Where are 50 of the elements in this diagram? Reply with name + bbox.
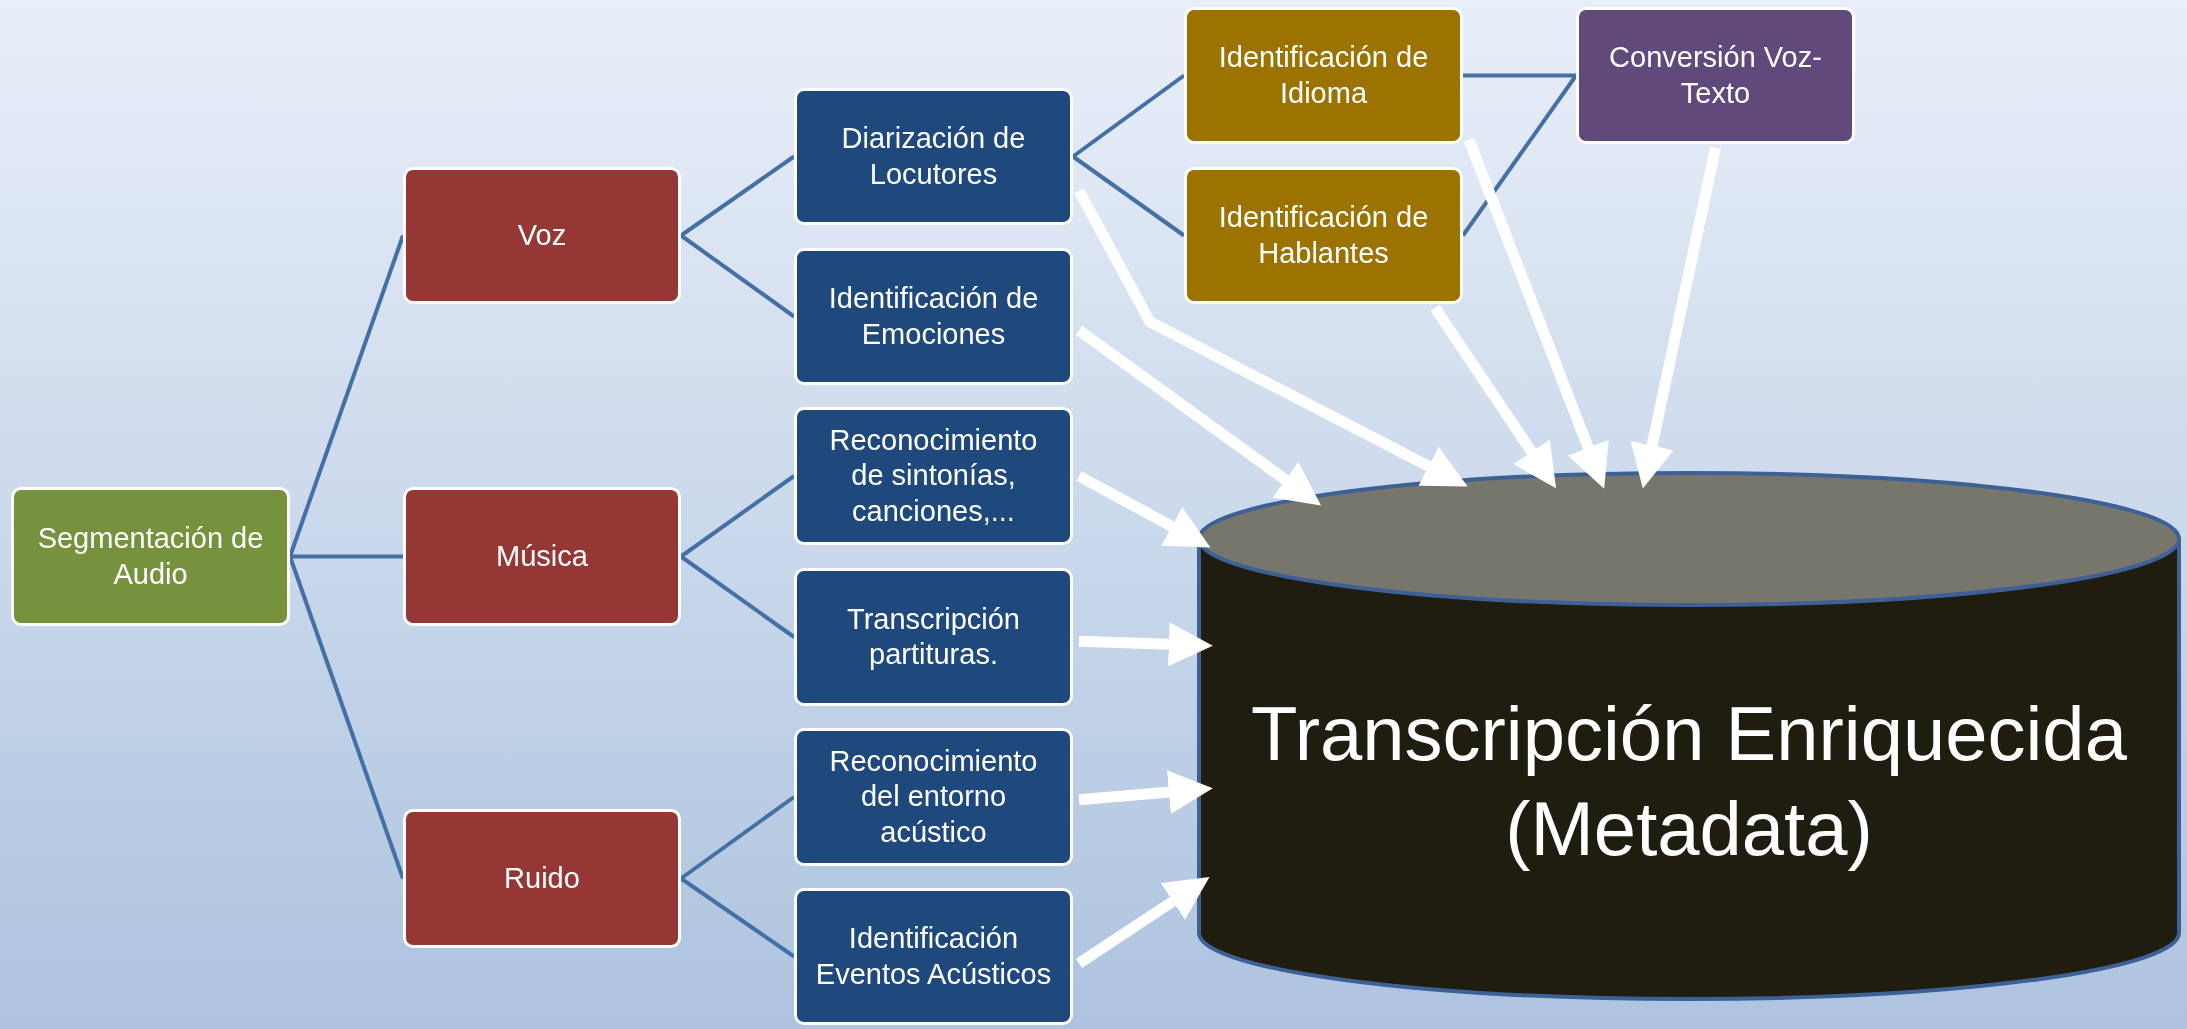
- arrow: [1076, 471, 1211, 548]
- connector-line: [679, 154, 796, 238]
- node-label: Identificación de Emociones: [827, 281, 1040, 352]
- connector-line: [288, 234, 405, 558]
- arrow: [1078, 770, 1213, 814]
- node-label: Conversión Voz-Texto: [1608, 40, 1823, 111]
- node-label: Transcripción Enriquecida (Metadata): [1250, 690, 2128, 873]
- node-label: Diarización de Locutores: [840, 121, 1027, 192]
- node-label: Identificación de Idioma: [1217, 40, 1430, 111]
- connector-line: [1071, 73, 1186, 159]
- task-box: [794, 888, 1073, 1025]
- node-label: Reconocimiento del entorno acústico: [828, 743, 1039, 850]
- task-box: [794, 248, 1073, 385]
- arrow: [1430, 304, 1557, 489]
- connector-line: [1071, 154, 1186, 238]
- database-cylinder: [1197, 471, 2181, 1001]
- node-label: Voz: [517, 217, 567, 253]
- node-label: Identificación Eventos Acústicos: [814, 921, 1053, 992]
- arrow: [1074, 188, 1468, 487]
- connector-line: [679, 795, 796, 881]
- arrow: [1075, 877, 1210, 968]
- subtask-box: [1184, 7, 1463, 144]
- node-label: Identificación de Hablantes: [1217, 200, 1430, 271]
- category-box: [403, 167, 681, 304]
- connector-line: [290, 554, 403, 559]
- arrow: [1630, 146, 1721, 489]
- arrow: [1075, 325, 1322, 506]
- node-label: Música: [496, 538, 588, 574]
- task-box: [794, 407, 1073, 545]
- connector-line: [679, 233, 796, 319]
- node-label: Segmentación de Audio: [36, 521, 265, 592]
- connector-line: [1461, 74, 1578, 237]
- category-box: [403, 809, 681, 948]
- subtask-box: [1184, 167, 1463, 304]
- arrow: [1463, 137, 1609, 489]
- task-box: [794, 88, 1073, 225]
- connector-line: [288, 555, 405, 880]
- connector-line: [679, 554, 796, 639]
- node-label: Transcripción partituras.: [846, 601, 1021, 672]
- category-box: [403, 487, 681, 626]
- task-box: [794, 568, 1073, 706]
- node-label: Ruido: [504, 860, 580, 896]
- connector-line: [679, 474, 796, 559]
- task-box: [794, 728, 1073, 866]
- connector-line: [1463, 73, 1576, 78]
- arrow: [1078, 622, 1213, 667]
- node-label: Reconocimiento de sintonías, canciones,...: [828, 422, 1039, 529]
- task-box: [1576, 7, 1855, 144]
- connector-line: [679, 876, 796, 959]
- process-box: [11, 487, 290, 626]
